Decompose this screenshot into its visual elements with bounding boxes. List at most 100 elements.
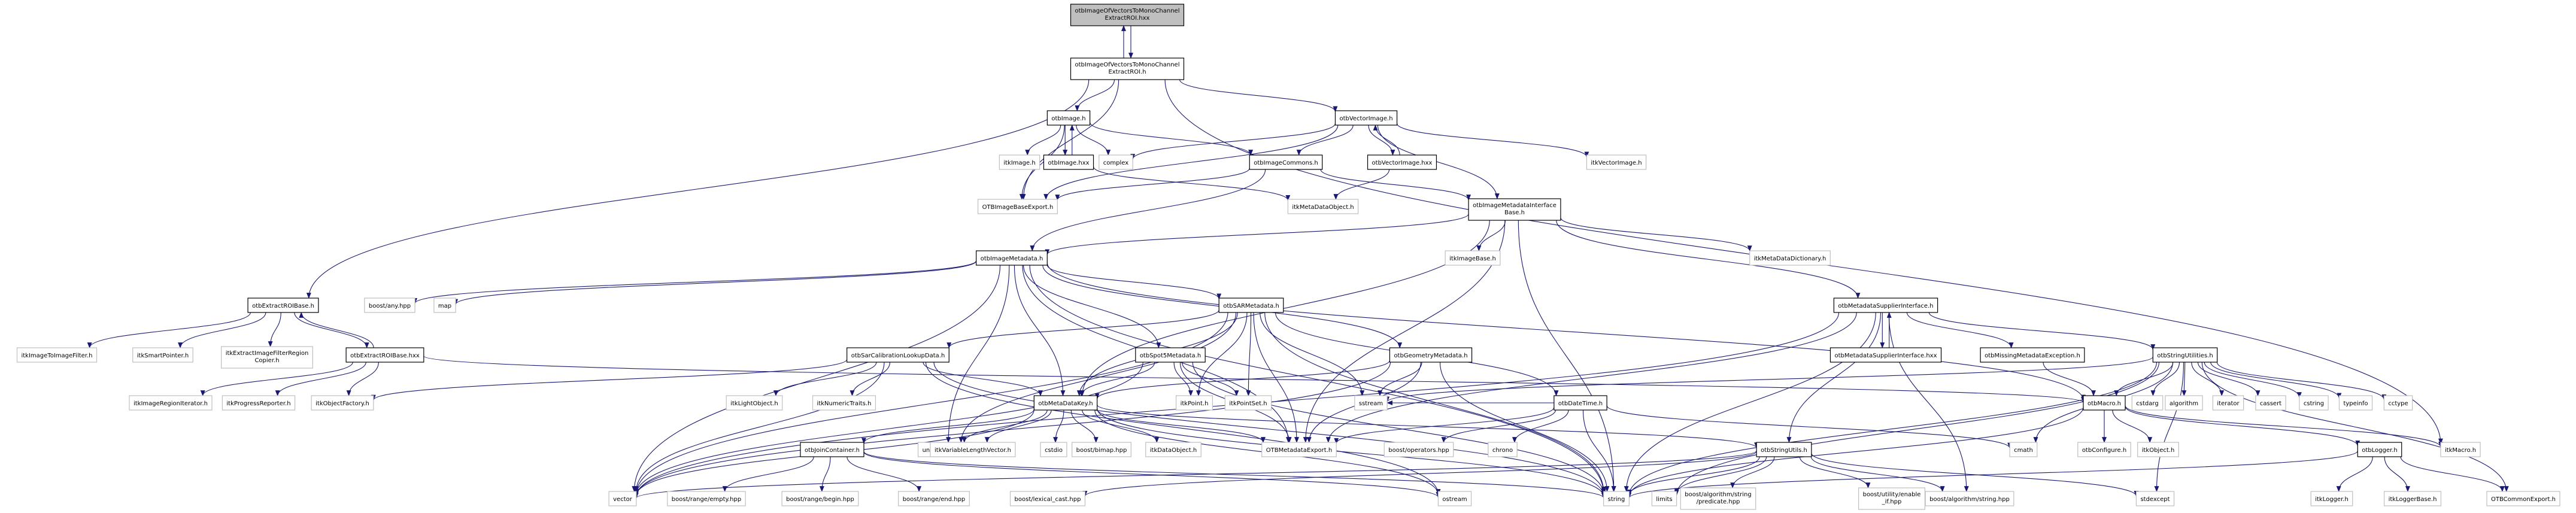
edge-otbDateTime-h-to-OTBMetadataExport-h <box>1334 407 1555 444</box>
edge-otbGeometryMetadata-h-to-vector <box>634 362 1391 497</box>
edge-otbImageMetadata-h-to-vector <box>632 265 1001 492</box>
node-label: string <box>1608 496 1625 503</box>
node-itkImageBase-h: itkImageBase.h <box>1445 250 1501 266</box>
node-otbSARMetadata-h[interactable]: otbSARMetadata.h <box>1218 298 1284 313</box>
node-cstdarg: cstdarg <box>2131 395 2164 411</box>
node-cctype: cctype <box>2383 395 2413 411</box>
node-otbMetadataSupplierInterface-hxx[interactable]: otbMetadataSupplierInterface.hxx <box>1829 347 1942 363</box>
edge-otbImageMetadata-h-to-otbMacro-h <box>1046 262 2086 401</box>
edge-otbExtractROIBase-hxx-to-otbExtractROIBase-h <box>299 312 374 348</box>
node-box <box>2152 347 2218 363</box>
edge-otbMetadataSupplierInterface-h-to-otbMissingMetadataException-h <box>1906 312 2014 348</box>
node-itkLightObject-h: itkLightObject.h <box>726 395 783 411</box>
node-otbImageMetadata-h[interactable]: otbImageMetadata.h <box>976 250 1048 266</box>
node-otbJoinContainer-h[interactable]: otbJoinContainer.h <box>800 442 864 457</box>
node-box <box>898 491 970 506</box>
node-otbDateTime-h[interactable]: otbDateTime.h <box>1554 395 1607 411</box>
node-itkNumericTraits-h: itkNumericTraits.h <box>812 395 876 411</box>
node-box <box>1383 442 1454 457</box>
node-otbImage-h[interactable]: otbImage.h <box>1046 110 1091 126</box>
node-box <box>129 395 213 411</box>
node-itkMetaDataDictionary-h: itkMetaDataDictionary.h <box>1749 250 1831 266</box>
node-box <box>1651 491 1677 506</box>
edge-otbMetaDataKey-h-to-cstdio <box>1053 409 1064 443</box>
node-label: itkLoggerBase.h <box>2389 496 2437 503</box>
node-otbGeometryMetadata-h[interactable]: otbGeometryMetadata.h <box>1389 347 1473 363</box>
node-otbSarCalibrationLookupData-h[interactable]: otbSarCalibrationLookupData.h <box>846 347 949 363</box>
node-label: Base.h <box>1504 210 1525 216</box>
edge-otbVectorImage-h-to-itkVectorImage-h <box>1397 123 1589 158</box>
edge-otbDateTime-h-to-string <box>1582 409 1616 492</box>
node-box <box>345 347 424 363</box>
edge-otbMissingMetadataException-h-to-otbMacro-h <box>2043 362 2096 396</box>
node-otbImageCommons-h[interactable]: otbImageCommons.h <box>1249 154 1323 170</box>
node-itkDataObject-h: itkDataObject.h <box>1145 442 1201 457</box>
node-otbStringUtils-h[interactable]: otbStringUtils.h <box>1756 442 1812 457</box>
node-box <box>1287 199 1359 214</box>
node-box <box>311 395 374 411</box>
edge-otbStringUtils-h-to-boost-alg-predicate <box>1730 456 1775 488</box>
node-box <box>1833 298 1938 313</box>
node-box <box>2212 395 2244 411</box>
node-label: itkImage.h <box>1003 160 1035 166</box>
node-otbVectorImage-hxx[interactable]: otbVectorImage.hxx <box>1367 154 1437 170</box>
node-label: itkDataObject.h <box>1150 447 1197 454</box>
node-boost-enable-if: boost/utility/enable_if.hpp <box>1858 487 1925 510</box>
node-box <box>1389 347 1473 363</box>
edge-otbImageMetadataInterfaceBase-h-to-string <box>1518 220 1616 492</box>
edge-otbStringUtilities-h-to-stdexcept <box>2154 362 2184 492</box>
node-box <box>1218 298 1284 313</box>
node-box <box>2165 395 2203 411</box>
node-label: itkPointSet.h <box>1229 400 1267 407</box>
node-box <box>1099 154 1133 170</box>
edge-otbDateTime-h-to-cmath <box>1606 405 2012 449</box>
node-box <box>846 347 949 363</box>
edge-otbLogger-h-to-OTBCommonExport-h <box>2400 456 2505 492</box>
node-otbLogger-h[interactable]: otbLogger.h <box>2357 442 2402 457</box>
node-label: ExtractROI.hxx <box>1105 15 1150 22</box>
node-otbMetadataSupplierInterface-h[interactable]: otbMetadataSupplierInterface.h <box>1833 298 1938 313</box>
node-algorithm: algorithm <box>2165 395 2203 411</box>
node-label: itkLightObject.h <box>730 400 778 407</box>
node-label: algorithm <box>2170 400 2198 407</box>
node-box <box>1749 250 1831 266</box>
edge-otbVectorImage-h-to-otbImageCommons-h <box>1296 125 1354 156</box>
node-box <box>1072 442 1131 457</box>
node-otbExtractROIBase-hxx[interactable]: otbExtractROIBase.hxx <box>345 347 424 363</box>
edge-otbMetaDataKey-h-to-boost-bimap <box>1070 409 1099 443</box>
edge-main-h-to-otbImage-h <box>1075 79 1115 111</box>
node-otbExtractROIBase-h[interactable]: otbExtractROIBase.h <box>247 298 319 313</box>
edge-otbVectorImage-h-to-otbImageMetadataInterfaceBase-h <box>1377 125 1500 199</box>
node-box <box>1334 110 1398 126</box>
node-box <box>2440 442 2481 457</box>
node-label: itkObjectFactory.h <box>315 400 369 407</box>
node-otbMacro-h[interactable]: otbMacro.h <box>2083 395 2126 411</box>
node-boost-alg-string: boost/algorithm/string.hpp <box>1925 491 2014 506</box>
node-label: otbImageCommons.h <box>1254 160 1318 166</box>
node-label: otbVectorImage.h <box>1339 116 1392 122</box>
node-otbMissingMetadataException-h[interactable]: otbMissingMetadataException.h <box>1980 347 2085 363</box>
node-otbVectorImage-h[interactable]: otbVectorImage.h <box>1334 110 1398 126</box>
node-otbMetaDataKey-h[interactable]: otbMetaDataKey.h <box>1033 395 1098 411</box>
node-otbStringUtilities-h[interactable]: otbStringUtilities.h <box>2152 347 2218 363</box>
edge-otbSARMetadata-h-to-itkPointSet-h <box>1246 312 1252 396</box>
node-box <box>1980 347 2085 363</box>
node-main-h[interactable]: otbImageOfVectorsToMonoChannelExtractROI… <box>1070 57 1185 80</box>
node-otbSpot5Metadata-h[interactable]: otbSpot5Metadata.h <box>1135 347 1206 363</box>
node-root[interactable]: otbImageOfVectorsToMonoChannelExtractROI… <box>1070 4 1185 26</box>
node-label: Copier.h <box>254 357 279 364</box>
node-label: itkVectorImage.h <box>1591 160 1642 166</box>
edge-otbSarCalibrationLookupData-h-to-otbMetaDataKey-h <box>923 362 1043 396</box>
node-label: itkProgressReporter.h <box>226 400 290 407</box>
edge-otbJoinContainer-h-to-string <box>863 451 1606 499</box>
node-label: map <box>438 303 451 309</box>
node-box <box>1925 491 2014 506</box>
node-label: otbImageOfVectorsToMonoChannel <box>1075 62 1180 68</box>
edge-otbExtractROIBase-hxx-to-itkImageRegionIterator-h <box>200 362 353 396</box>
node-box <box>433 298 456 313</box>
edge-otbVectorImage-h-to-complex <box>1130 123 1336 160</box>
node-otbImage-hxx[interactable]: otbImage.hxx <box>1043 154 1094 170</box>
node-label: /predicate.hpp <box>1697 499 1740 505</box>
